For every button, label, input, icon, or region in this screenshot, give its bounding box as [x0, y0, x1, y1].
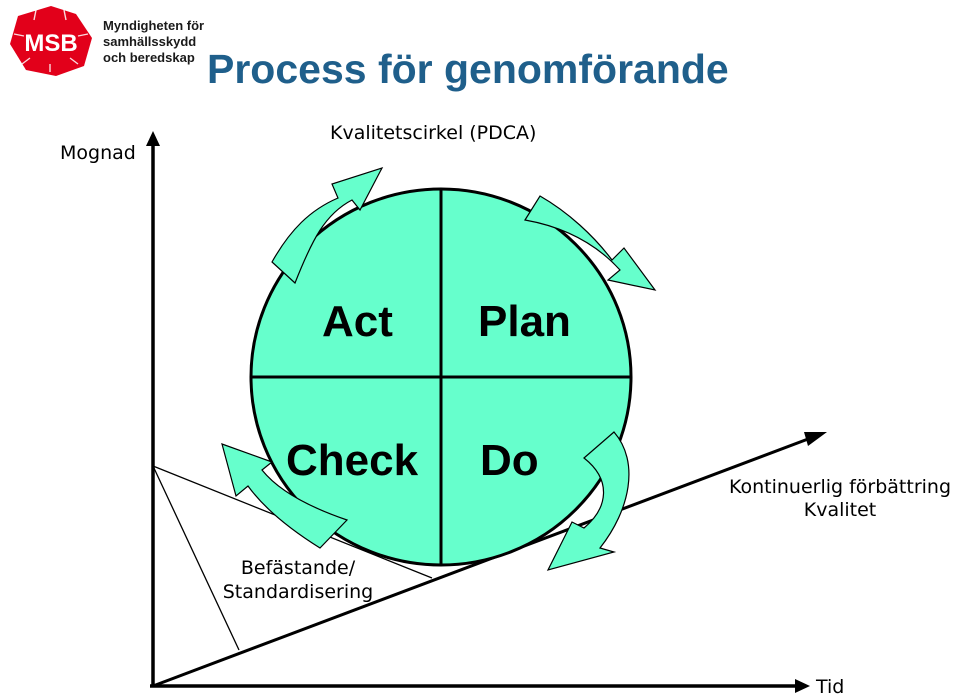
logo-line-1: Myndigheten för: [103, 18, 205, 33]
quadrant-plan: Plan: [478, 297, 571, 346]
slope-label-line-2: Kvalitet: [803, 499, 877, 521]
cycle-label: Kvalitetscirkel (PDCA): [330, 122, 537, 144]
logo-wordmark: Myndigheten för samhällsskydd och bereds…: [103, 18, 204, 66]
slope-label-line-1: Kontinuerlig förbättring: [728, 476, 952, 498]
axes: [146, 131, 810, 693]
msb-emblem-icon: MSB: [10, 6, 92, 76]
quadrant-act: Act: [322, 297, 393, 346]
cycle-arrow-top-right: [524, 195, 657, 291]
msb-logo: MSB Myndigheten för samhällsskydd och be…: [6, 4, 204, 76]
cycle-arrow-bottom-right: [546, 431, 630, 571]
x-axis-label: Tid: [816, 676, 845, 698]
cycle-arrow-top-left: [271, 166, 384, 285]
y-axis-label: Mognad: [60, 142, 136, 164]
quadrant-check: Check: [286, 436, 419, 485]
slope-label: Kontinuerlig förbättring Kvalitet: [720, 476, 960, 522]
wedge-label-line-1: Befästande/: [240, 557, 356, 579]
quadrant-do: Do: [480, 436, 539, 485]
logo-abbr: MSB: [24, 30, 77, 57]
cycle-arrow-bottom-left: [221, 443, 349, 549]
wedge-label: Befästande/ Standardisering: [214, 556, 382, 604]
pdca-circle: [249, 187, 633, 567]
logo-line-2: samhällsskydd: [103, 34, 197, 49]
logo-line-3: och beredskap: [103, 50, 195, 65]
wedge-label-line-2: Standardisering: [222, 581, 374, 603]
page-title: Process för genomförande: [207, 46, 729, 92]
